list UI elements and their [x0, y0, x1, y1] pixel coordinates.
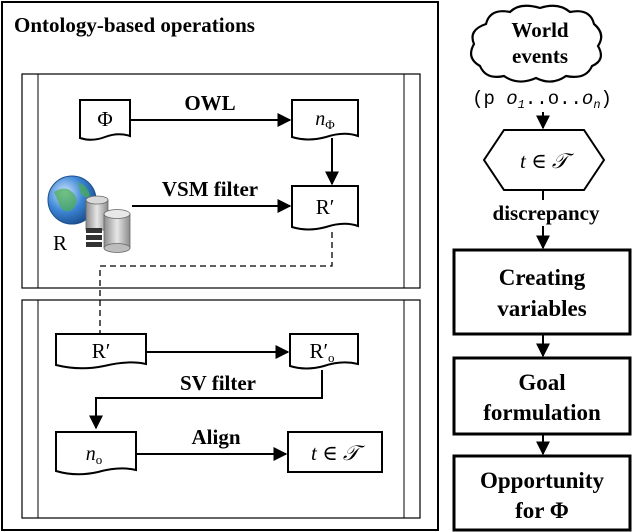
- creating-variables-line-1: Creating: [499, 265, 586, 290]
- decision-diamond: t ∈ 𝒯: [482, 129, 606, 191]
- top-section: [21, 73, 421, 289]
- doc-n-phi-sub: Φ: [325, 117, 335, 132]
- goal-formulation-box: Goal formulation: [452, 356, 632, 436]
- doc-n-o-base: n: [86, 443, 96, 465]
- ontology-panel-title: Ontology-based operations: [14, 13, 255, 37]
- doc-r-prime-o-sub: o: [328, 350, 335, 365]
- opportunity-line-2: for Φ: [515, 498, 569, 523]
- sv-filter-arrow: [89, 370, 323, 430]
- svg-text:nΦ: nΦ: [315, 108, 335, 132]
- creating-variables-box: Creating variables: [452, 248, 632, 336]
- dashed-connector: [99, 232, 333, 334]
- owl-label: OWL: [184, 91, 235, 115]
- doc-n-phi-base: n: [315, 108, 325, 130]
- align-label: Align: [191, 425, 240, 449]
- world-events-cloud: World events: [469, 4, 603, 83]
- svg-text:no: no: [86, 443, 103, 467]
- creating-variables-line-2: variables: [497, 296, 586, 321]
- discrepancy-label: discrepancy: [493, 201, 600, 225]
- ontology-panel: [1, 1, 439, 531]
- doc-r-prime-bottom-label: R′: [92, 339, 111, 363]
- vsm-label: VSM filter: [162, 177, 258, 201]
- doc-r-prime-top: R′: [291, 185, 359, 231]
- world-events-line-2: events: [512, 44, 568, 68]
- doc-n-o: no: [55, 431, 137, 476]
- doc-r-prime-o: R′o: [289, 333, 359, 370]
- doc-n-o-sub: o: [96, 452, 103, 467]
- doc-phi: Φ: [79, 99, 131, 141]
- repository-label: R: [53, 231, 67, 255]
- database-icon: [85, 195, 131, 253]
- goal-formulation-line-2: formulation: [483, 400, 601, 425]
- doc-phi-label: Φ: [97, 107, 112, 131]
- doc-t-in-t: t ∈ 𝒯: [287, 431, 383, 473]
- bottom-section: [21, 299, 421, 519]
- repository-icon: R: [47, 175, 131, 255]
- world-events-line-1: World: [511, 18, 568, 42]
- sv-filter-label: SV filter: [180, 371, 256, 395]
- event-tuple: (p o1..o..on): [472, 88, 612, 112]
- opportunity-line-1: Opportunity: [480, 468, 604, 493]
- opportunity-box: Opportunity for Φ: [452, 454, 632, 532]
- doc-r-prime-o-base: R′: [309, 339, 328, 363]
- decision-label: t ∈ 𝒯: [520, 149, 575, 173]
- svg-text:R′o: R′o: [309, 339, 334, 365]
- goal-formulation-line-1: Goal: [518, 370, 565, 395]
- doc-r-prime-top-label: R′: [316, 195, 335, 219]
- doc-t-in-t-label: t ∈ 𝒯: [311, 441, 366, 465]
- doc-r-prime-bottom: R′: [55, 333, 147, 370]
- doc-n-phi: nΦ: [291, 99, 359, 141]
